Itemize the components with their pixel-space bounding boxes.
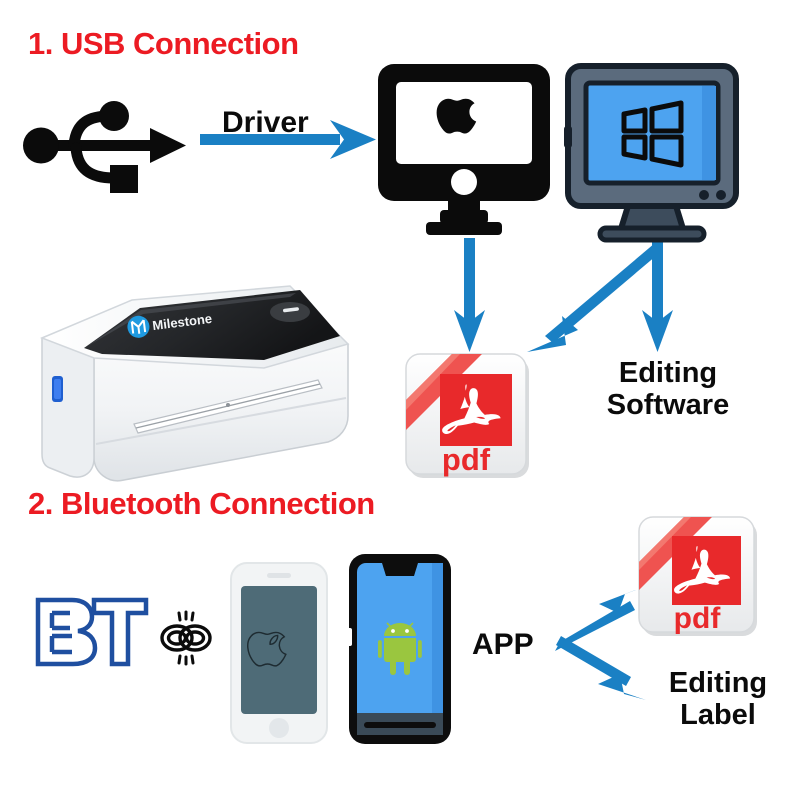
apple-logo-icon — [436, 98, 477, 134]
usb-trident-icon — [14, 101, 194, 194]
windows-desktop-monitor — [562, 62, 742, 243]
android-device — [344, 550, 456, 748]
driver-label: Driver — [222, 106, 309, 139]
arrow-app-to-pdf — [555, 586, 646, 651]
arrow-mac-to-pdf — [454, 238, 485, 352]
editing-label-text: Editing Label — [668, 667, 768, 732]
thermal-label-printer: Milestone — [28, 248, 364, 486]
svg-text:Milestone: Milestone — [151, 311, 212, 333]
pdf-text-label: pdf — [442, 442, 491, 477]
android-robot-icon — [378, 622, 422, 675]
milestone-logo-icon: Milestone — [127, 311, 213, 338]
arrow-windows-to-editing-software — [642, 238, 673, 352]
arrow-app-to-editing-label — [556, 636, 646, 700]
arrow-usb-to-mac — [200, 120, 376, 159]
pdf-file-icon-top: pdf — [400, 348, 540, 483]
mac-desktop-monitor — [374, 62, 554, 240]
section-title-bluetooth: 2. Bluetooth Connection — [28, 486, 375, 521]
pdf-file-icon-bottom: pdf — [634, 512, 766, 640]
editing-software-label: Editing Software — [606, 357, 730, 422]
linked-rings-pairing-icon — [152, 604, 220, 672]
pdf-text-label: pdf — [674, 602, 722, 635]
apple-logo-outline-icon — [247, 631, 287, 667]
section-title-usb: 1. USB Connection — [28, 26, 299, 61]
iphone-device — [227, 560, 331, 746]
windows-logo-icon — [621, 100, 684, 168]
arrow-windows-to-pdf — [527, 243, 663, 352]
app-label: APP — [472, 628, 534, 661]
bt-text-icon — [32, 596, 150, 668]
